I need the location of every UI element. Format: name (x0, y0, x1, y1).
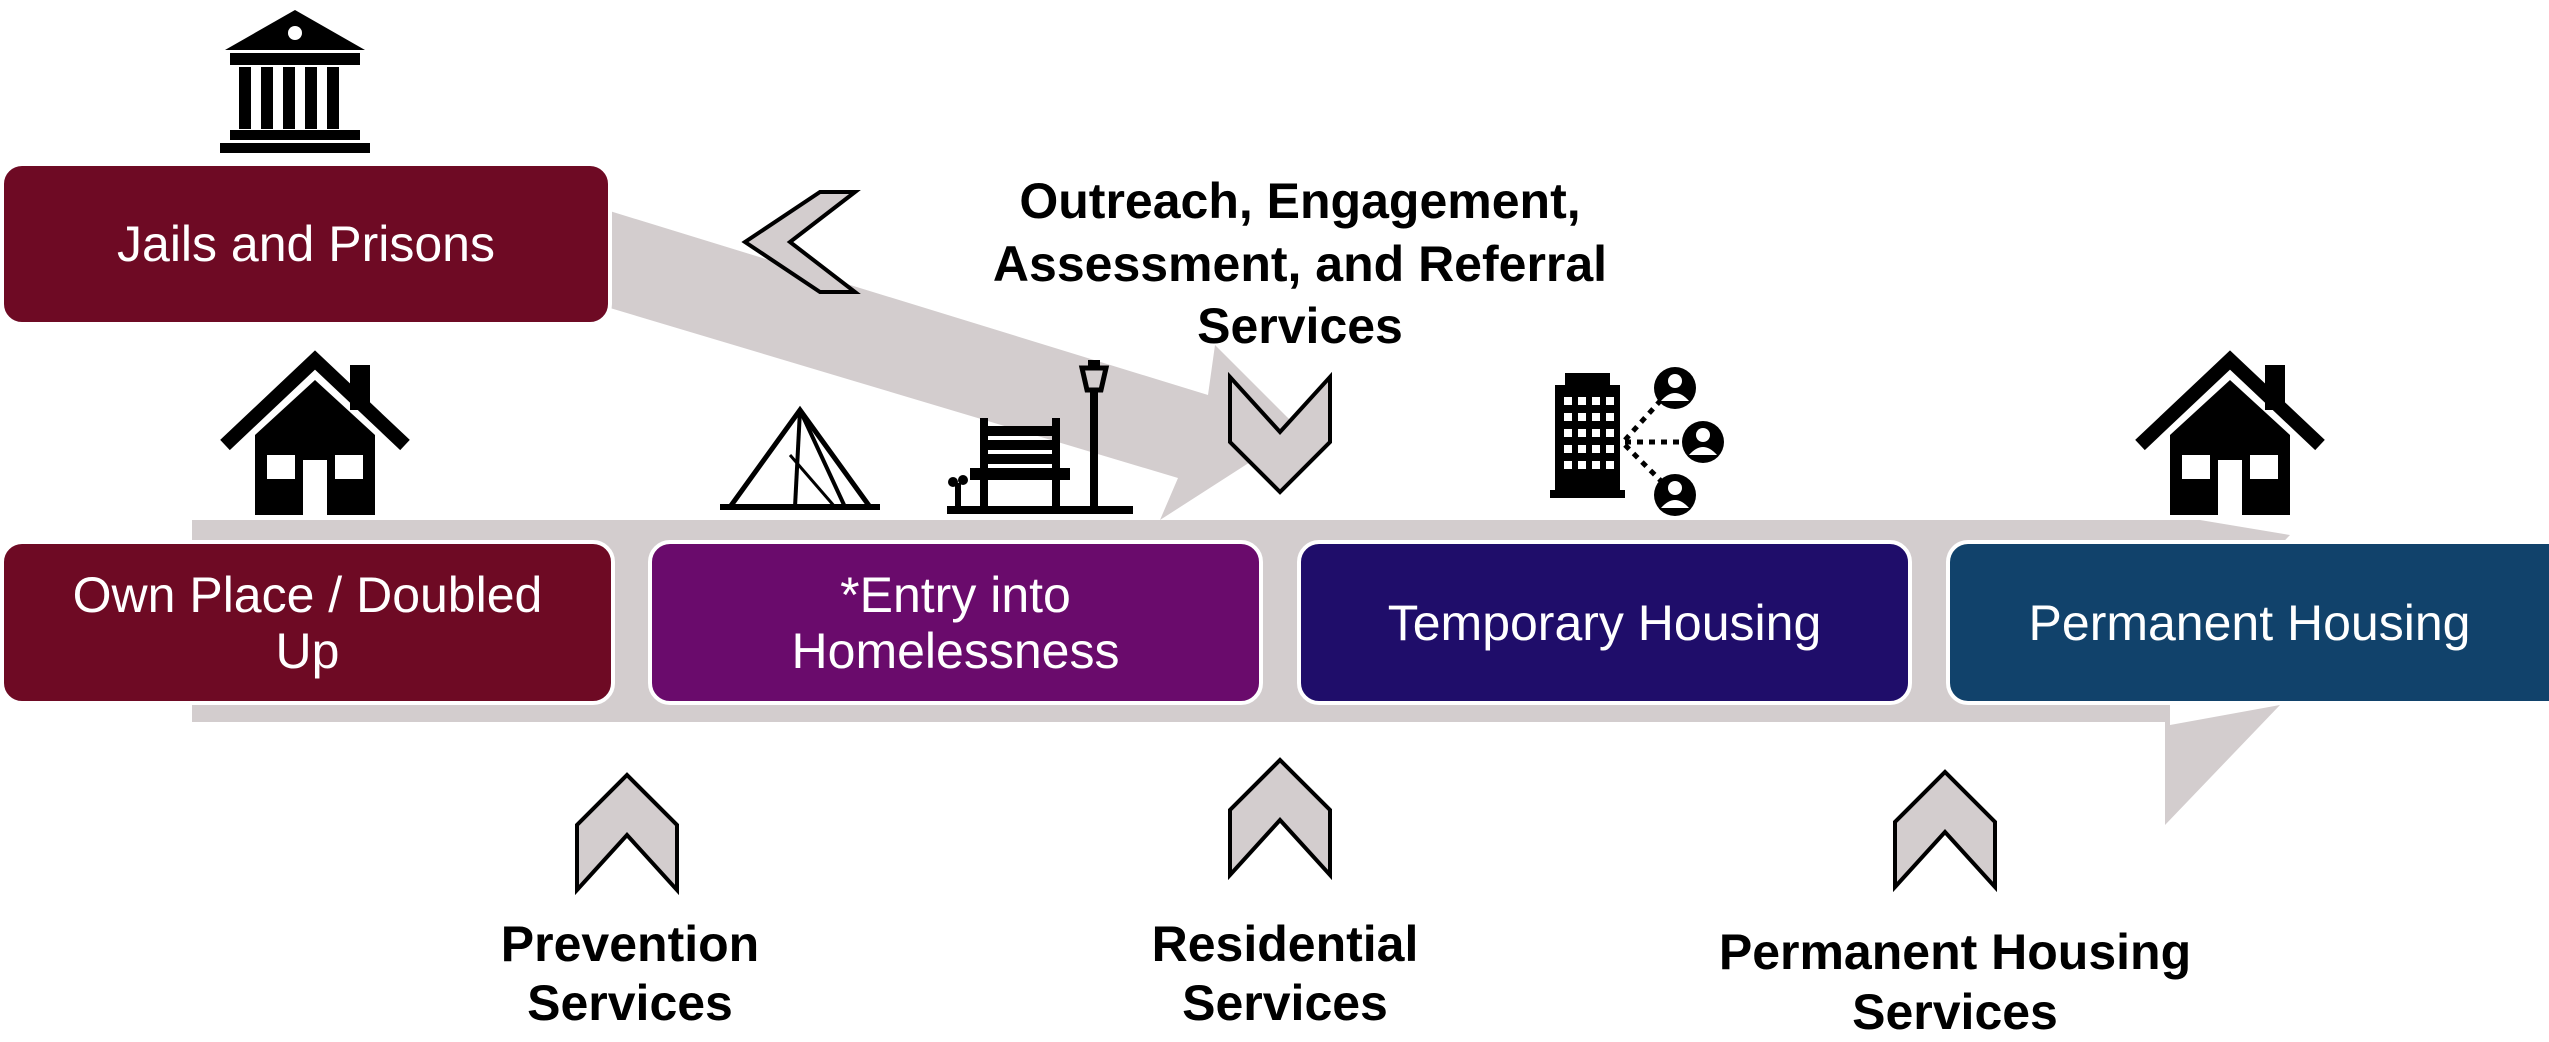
chevron-down-icon (1228, 371, 1332, 495)
prevention-line1: Prevention (500, 916, 760, 972)
temporary-housing-label: Temporary Housing (1387, 594, 1822, 651)
residential-services-label: Residential Services (985, 915, 1585, 1032)
chevron-left-icon (741, 190, 861, 294)
building-network-icon (1550, 367, 1724, 516)
permanent-housing-box: Permanent Housing (1946, 540, 2549, 705)
tent-icon (720, 405, 880, 510)
permanent-housing-label: Permanent Housing (2028, 594, 2471, 651)
permanent-services-line2: Services (1852, 984, 2058, 1040)
permanent-services-line1: Permanent Housing (1718, 924, 2192, 980)
house-icon (2135, 350, 2325, 515)
chevron-up-icon (575, 772, 679, 896)
residential-line1: Residential (1151, 916, 1419, 972)
chevron-up-icon (1893, 769, 1997, 893)
outreach-line3: Services (1197, 298, 1403, 354)
entry-label-line1: *Entry into (840, 566, 1071, 623)
courthouse-icon (220, 10, 370, 153)
entry-into-homelessness-box: *Entry into Homelessness (648, 540, 1263, 705)
own-place-label-line2: Up (275, 622, 340, 679)
outreach-services-label: Outreach, Engagement, Assessment, and Re… (900, 170, 1700, 358)
jails-and-prisons-box: Jails and Prisons (0, 162, 612, 326)
house-icon (220, 350, 410, 515)
own-place-box: Own Place / Doubled Up (0, 540, 615, 705)
outreach-line2: Assessment, and Referral (992, 235, 1608, 292)
temporary-housing-box: Temporary Housing (1297, 540, 1912, 705)
prevention-services-label: Prevention Services (330, 915, 930, 1032)
jails-and-prisons-label: Jails and Prisons (117, 216, 495, 272)
outreach-line1: Outreach, Engagement, (1019, 173, 1581, 229)
prevention-line2: Services (527, 974, 733, 1031)
own-place-label-line1: Own Place / Doubled (72, 566, 543, 623)
permanent-housing-services-label: Permanent Housing Services (1605, 922, 2305, 1042)
chevron-up-icon (1228, 757, 1332, 881)
residential-line2: Services (1182, 974, 1388, 1031)
entry-label-line2: Homelessness (791, 622, 1120, 679)
park-bench-icon (947, 360, 1133, 514)
